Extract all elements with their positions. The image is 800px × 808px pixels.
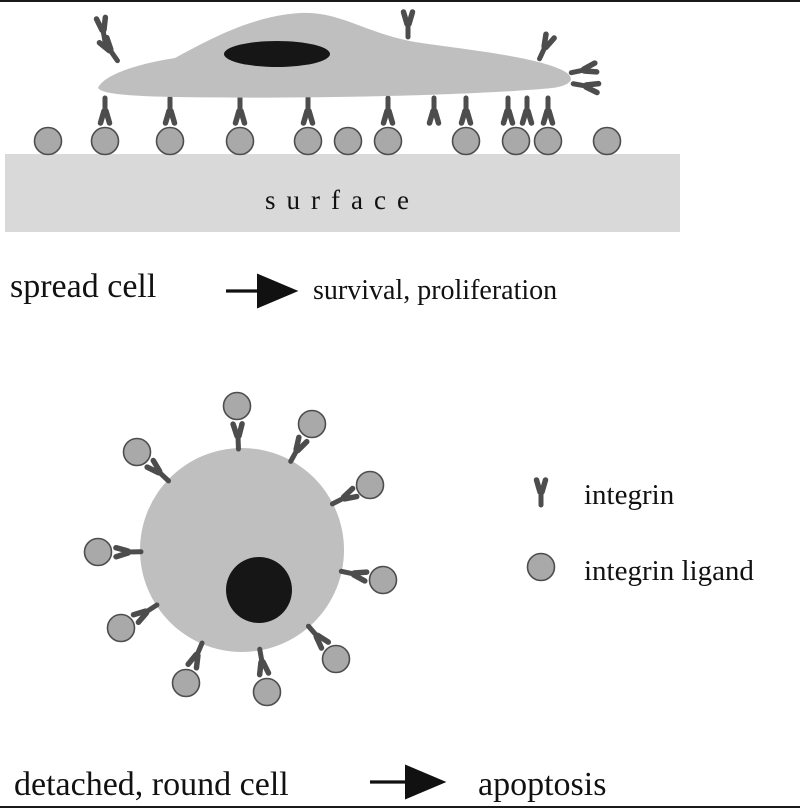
surface-bar: [5, 154, 680, 232]
integrin-icon: [233, 424, 243, 449]
integrin-ligand: [533, 126, 563, 156]
surface-label: surface: [265, 185, 420, 215]
integrin-ligand: [122, 437, 152, 467]
integrin-icon: [404, 12, 413, 37]
detached-cell-label: detached, round cell: [14, 766, 289, 803]
integrin-icon: [340, 567, 366, 581]
integrin-ligand: [90, 126, 120, 156]
integrin-ligand: [321, 644, 351, 674]
spread-cell-body: [98, 12, 571, 98]
integrin-ligand: [355, 470, 385, 500]
round-cell-nucleus: [226, 557, 292, 623]
legend-ligand-label: integrin ligand: [584, 555, 754, 587]
integrin-icon: [330, 489, 356, 508]
integrin-icon: [287, 437, 307, 463]
spread-cell-label: spread cell: [10, 268, 157, 305]
legend-integrin-icon: [537, 480, 546, 505]
integrin-ligand: [171, 668, 201, 698]
integrin-ligand: [106, 613, 136, 643]
integrin-icon: [305, 623, 328, 648]
integrin-ligand: [225, 126, 255, 156]
integrin-ligand: [451, 126, 481, 156]
spread-cell-outcome-label: survival, proliferation: [313, 275, 558, 306]
integrin-icon: [544, 98, 553, 123]
spread-cell-nucleus: [224, 41, 330, 67]
integrin-ligand: [252, 677, 282, 707]
integrin-ligand: [33, 126, 63, 156]
integrin-icon: [101, 98, 110, 123]
integrin-ligand: [592, 126, 622, 156]
integrin-ligand: [501, 126, 531, 156]
integrin-icon: [166, 98, 175, 123]
round-cell-body: [140, 448, 344, 652]
integrin-icon: [236, 98, 245, 123]
integrin-icon: [188, 641, 206, 668]
integrin-icon: [384, 98, 393, 123]
integrin-icon: [535, 34, 554, 60]
integrin-icon: [462, 98, 471, 123]
integrin-ligand: [155, 126, 185, 156]
integrin-ligand: [373, 126, 403, 156]
integrin-icon: [523, 98, 532, 123]
integrin-ligand: [333, 126, 363, 156]
integrin-icon: [304, 98, 313, 123]
integrin-ligand: [222, 391, 252, 421]
integrin-ligand: [293, 126, 323, 156]
legend-ligand-icon: [526, 552, 556, 582]
integrin-icon: [430, 98, 439, 123]
integrin-icon: [572, 79, 598, 92]
detached-cell-outcome-label: apoptosis: [478, 766, 607, 803]
integrin-icon: [147, 461, 171, 485]
legend-integrin-label: integrin: [584, 479, 675, 511]
integrin-icon: [133, 601, 159, 622]
integrin-ligand: [297, 409, 327, 439]
integrin-ligand: [83, 537, 113, 567]
integrin-icon: [255, 648, 268, 674]
integrin-icon: [504, 98, 513, 123]
integrin-icon: [116, 547, 141, 556]
integrin-ligand: [368, 565, 398, 595]
integrin-icon: [570, 63, 596, 77]
